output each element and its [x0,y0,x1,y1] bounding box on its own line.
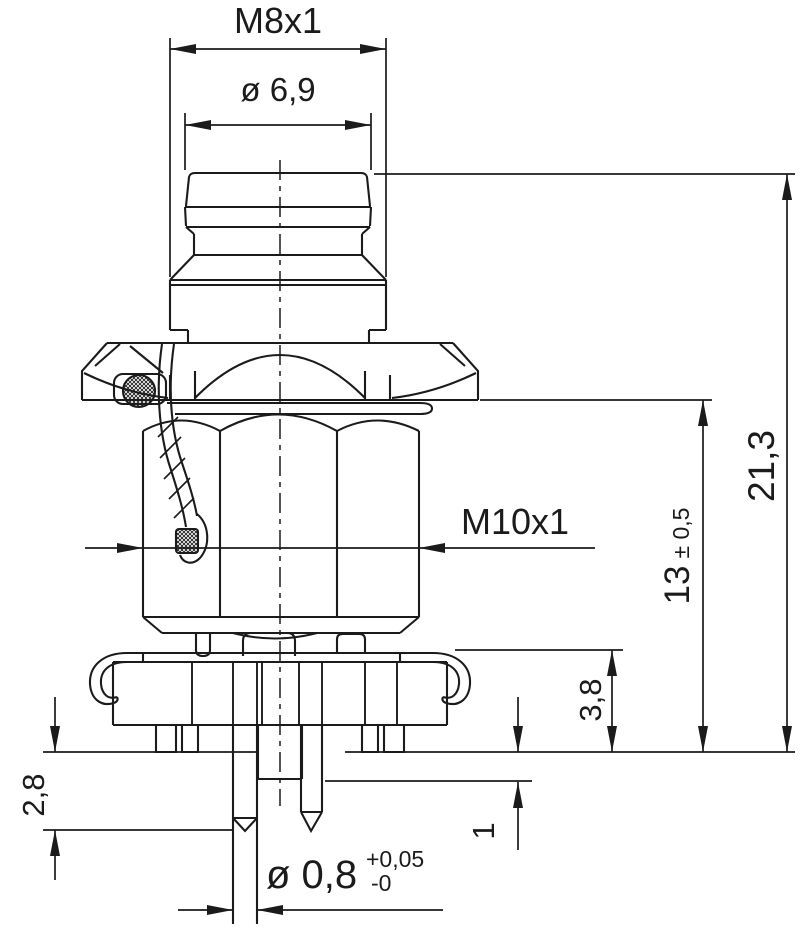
arrow-m8-right [360,44,386,54]
spring-clip-left [88,651,128,705]
washer [167,401,434,416]
dim-label-13-value: 13 [658,566,697,605]
dim-label-dia-0-8: ø 0,8 [266,853,357,897]
arrow-d13-top [698,400,708,426]
dim-line-d13 [480,399,712,752]
dim-label-dia-0-8-tol-plus: +0,05 [366,846,424,872]
arrow-d1-top [513,726,523,752]
o-ring [121,373,157,409]
dim-label-m10x1: M10x1 [461,501,569,542]
shield-crimp [157,343,209,564]
arrow-d38-top [607,650,617,676]
hex-nut [141,413,421,640]
m8-barrel [168,254,388,343]
spring-clip-right [432,651,472,705]
dimension-lines [43,38,795,911]
arrow-d08-right [257,905,283,915]
arrow-d69-left [185,120,211,130]
dim-line-d213 [374,173,795,752]
arrow-m8-left [170,44,196,54]
solder-pin-long [231,725,259,924]
dim-label-13-tolerance: ± 0,5 [668,508,694,559]
dim-label-dia-6-9: ø 6,9 [240,71,315,108]
seal-cross-section [174,527,200,555]
arrow-m10-right [419,543,445,553]
dim-label-13: 13 ± 0,5 [658,508,697,605]
arrow-m10-left [117,543,143,553]
top-cap [183,171,373,257]
dim-label-1: 1 [466,822,501,839]
arrow-d28-top [50,726,60,752]
arrow-d1-bottom [513,782,523,808]
arrow-d28-bottom [50,830,60,856]
dim-line-m8 [169,38,387,277]
arrow-d13-bottom [698,726,708,752]
dim-label-m8x1: M8x1 [234,0,322,41]
mounting-plate [111,651,449,727]
connector-outline [80,171,480,924]
dim-label-21-3: 21,3 [741,430,782,502]
dimension-labels: M8x1 ø 6,9 M10x1 21,3 13± 0,5 3,8 2,8 1 … [16,0,782,897]
dimension-arrows [50,44,792,915]
solder-pin-short [299,725,324,834]
dim-label-dia-0-8-tol-minus: -0 [371,870,391,896]
arrow-d69-right [345,120,371,130]
arrow-d213-top [782,174,792,200]
dim-label-3-8: 3,8 [573,678,608,721]
arrow-d08-left [207,905,233,915]
dim-label-2-8: 2,8 [16,773,51,816]
arrow-d213-bottom [782,726,792,752]
dim-line-d69 [184,113,372,170]
arrow-d38-bottom [607,726,617,752]
